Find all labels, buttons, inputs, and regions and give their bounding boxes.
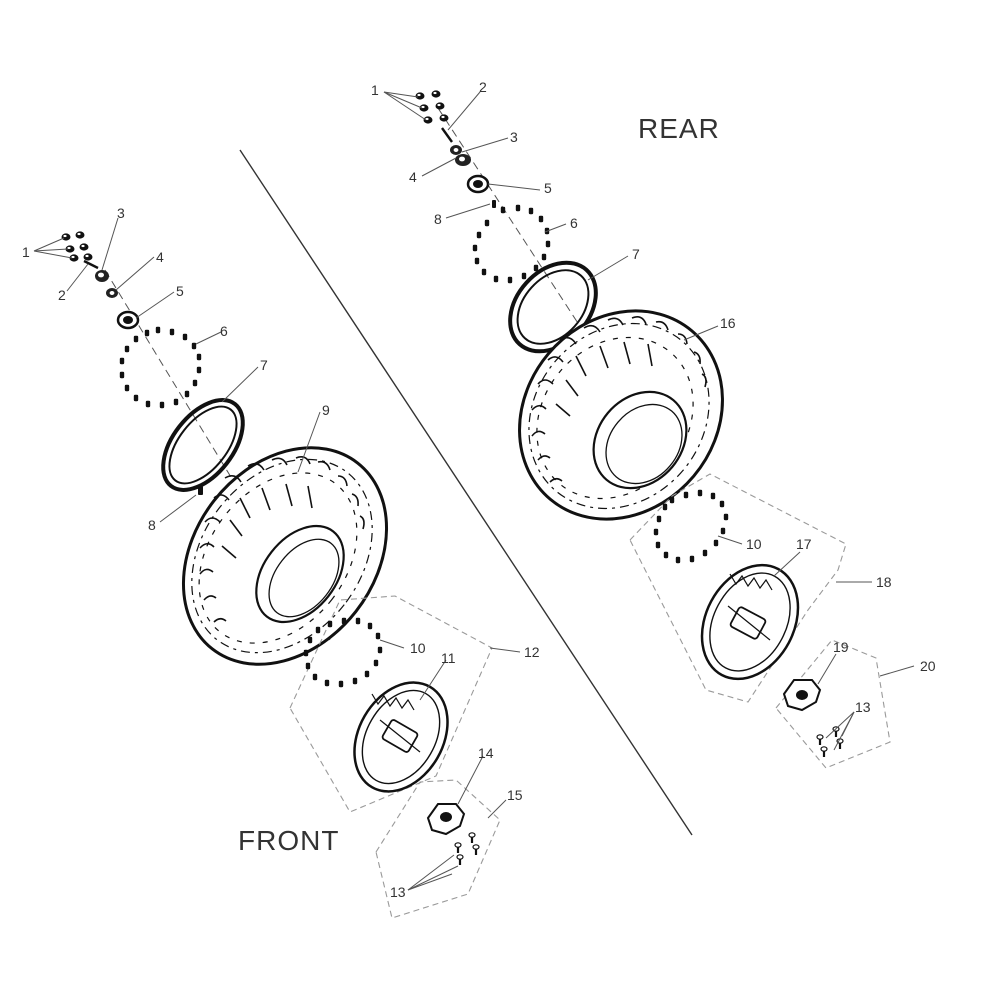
rear-callout-5: 5 xyxy=(544,180,552,196)
front-callout-10: 10 xyxy=(410,640,426,656)
front-cotter-pin xyxy=(83,259,99,270)
rear-callout-18: 18 xyxy=(876,574,892,590)
rear-leader-lines xyxy=(383,91,915,751)
front-washer xyxy=(106,288,118,298)
section-divider xyxy=(239,149,693,836)
rear-hub-bolts xyxy=(815,725,845,759)
rear-callout-8: 8 xyxy=(434,211,442,227)
front-beadlock-ring xyxy=(161,398,245,492)
front-assembly: 1 2 3 4 5 6 7 8 9 10 11 12 13 14 15 xyxy=(22,205,540,919)
rear-tire xyxy=(518,309,724,521)
rear-callout-3: 3 xyxy=(510,129,518,145)
rear-hub-group-box xyxy=(775,639,891,769)
front-wheel-rim xyxy=(353,681,449,793)
front-tire xyxy=(181,446,389,666)
rear-callout-16: 16 xyxy=(720,315,736,331)
front-callout-14: 14 xyxy=(478,745,494,761)
rear-wheel-group-box xyxy=(629,473,847,703)
front-section-label: FRONT xyxy=(238,825,339,856)
front-hub xyxy=(426,803,466,836)
front-callout-15: 15 xyxy=(507,787,523,803)
front-callout-11: 11 xyxy=(441,650,456,666)
rear-callout-1: 1 xyxy=(371,82,379,98)
rear-callout-6: 6 xyxy=(570,215,578,231)
rear-hub xyxy=(782,679,822,712)
front-bead-bolts xyxy=(119,326,202,409)
rear-section-label: REAR xyxy=(638,113,720,144)
rear-assembly: 1 2 3 4 5 6 7 8 16 10 17 18 19 20 13 xyxy=(371,79,936,769)
front-callout-9: 9 xyxy=(322,402,330,418)
rear-cone-spacer xyxy=(466,174,490,194)
rear-cotter-pin xyxy=(441,127,453,143)
front-callout-7: 7 xyxy=(260,357,268,373)
front-cone-spacer xyxy=(116,310,140,330)
front-callout-6: 6 xyxy=(220,323,228,339)
rear-callout-19: 19 xyxy=(833,639,849,655)
rear-callout-13: 13 xyxy=(855,699,871,715)
rear-callout-17: 17 xyxy=(796,536,812,552)
rear-callout-4: 4 xyxy=(409,169,417,185)
front-callout-4: 4 xyxy=(156,249,164,265)
rear-callout-10: 10 xyxy=(746,536,762,552)
front-hub-group-box xyxy=(375,779,501,919)
rear-washer xyxy=(455,154,471,166)
front-castle-nut xyxy=(95,270,109,282)
rear-wheel-rim xyxy=(700,563,800,681)
front-hub-bolts xyxy=(453,831,481,867)
rear-callout-2: 2 xyxy=(479,79,487,95)
front-callout-8: 8 xyxy=(148,517,156,533)
rear-valve-bolt xyxy=(492,200,496,208)
front-valve-bolt xyxy=(198,486,203,495)
rear-callout-20: 20 xyxy=(920,658,936,674)
front-callout-13: 13 xyxy=(390,884,406,900)
front-callout-1: 1 xyxy=(22,244,30,260)
front-leader-lines xyxy=(33,217,521,891)
front-callout-2: 2 xyxy=(58,287,66,303)
rear-callout-7: 7 xyxy=(632,246,640,262)
front-callout-12: 12 xyxy=(524,644,540,660)
front-callout-3: 3 xyxy=(117,205,125,221)
front-callout-5: 5 xyxy=(176,283,184,299)
rear-castle-nut xyxy=(450,145,462,155)
